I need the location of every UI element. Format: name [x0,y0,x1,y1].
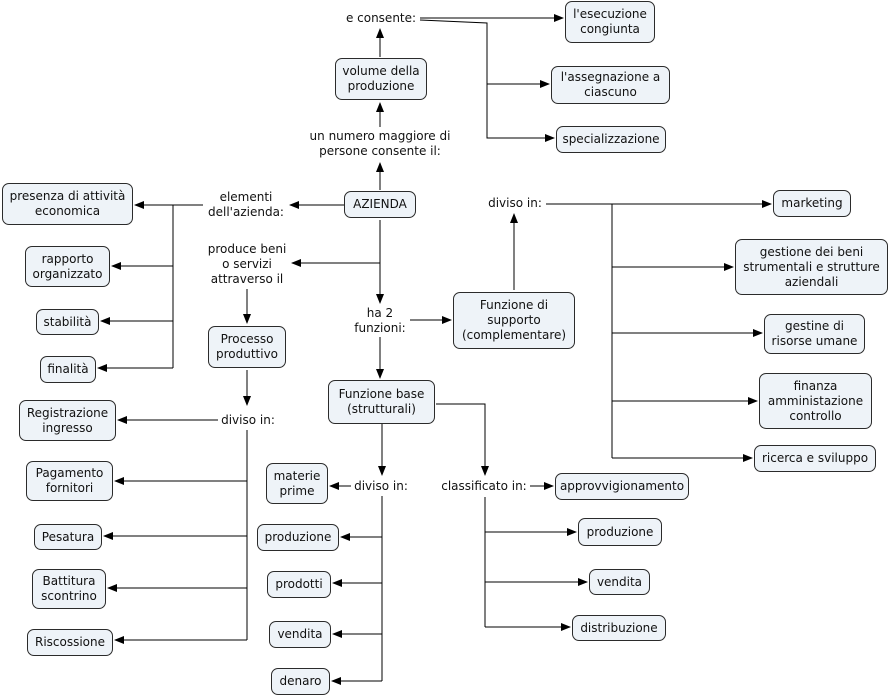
node-funzione-base[interactable]: Funzione base (strutturali) [328,380,435,424]
node-ricerca-sviluppo[interactable]: ricerca e sviluppo [754,445,876,472]
node-funzione-supporto[interactable]: Funzione di supporto (complementare) [453,292,575,349]
edge-base-classificato [436,403,489,476]
node-gestione-risorse[interactable]: gestine di risorse umane [764,314,865,354]
node-marketing[interactable]: marketing [773,190,851,217]
node-materie-prime[interactable]: materie prime [266,463,328,504]
node-riscossione[interactable]: Riscossione [27,629,113,656]
link-e-consente: e consente: [343,10,419,27]
link-diviso-base: diviso in: [351,478,411,495]
node-stabilita[interactable]: stabilità [36,309,99,335]
edge-econsente-assegnazione [419,19,550,88]
node-esecuzione-congiunta[interactable]: l'esecuzione congiunta [565,1,655,43]
node-approvvigionamento[interactable]: approvvigionamento [555,473,689,500]
link-numero-maggiore: un numero maggiore di persone consente i… [305,127,455,161]
node-finanza[interactable]: finanza amministazione controllo [759,373,872,429]
node-produzione-classificata[interactable]: produzione [578,518,662,546]
node-battitura-scontrino[interactable]: Battitura scontrino [32,569,106,609]
link-classificato-in: classificato in: [439,478,529,495]
node-pesatura[interactable]: Pesatura [34,524,102,550]
node-gestione-beni[interactable]: gestione dei beni strumentali e struttur… [735,239,888,295]
node-pagamento-fornitori[interactable]: Pagamento fornitori [26,461,113,501]
link-diviso-processo: diviso in: [218,412,278,429]
node-azienda[interactable]: AZIENDA [344,191,416,218]
node-vendita-divisa[interactable]: vendita [269,621,331,648]
node-vendita-classificata[interactable]: vendita [589,569,650,595]
node-prodotti[interactable]: prodotti [267,571,331,598]
link-elementi-azienda: elementi dell'azienda: [203,188,289,222]
node-assegnazione[interactable]: l'assegnazione a ciascuno [551,66,670,104]
node-presenza-attivita[interactable]: presenza di attività economica [2,183,133,225]
node-produzione-divisa[interactable]: produzione [257,524,339,551]
node-processo-produttivo[interactable]: Processo produttivo [208,326,286,368]
node-volume-produzione[interactable]: volume della produzione [335,58,427,100]
edge-econsente-specializzazione [486,84,555,142]
node-registrazione-ingresso[interactable]: Registrazione ingresso [19,400,116,441]
node-rapporto-organizzato[interactable]: rapporto organizzato [25,246,110,287]
link-diviso-supporto: diviso in: [484,195,546,212]
node-distribuzione[interactable]: distribuzione [572,615,666,641]
node-denaro[interactable]: denaro [271,668,330,695]
link-produce-beni: produce beni o servizi attraverso il [203,240,291,288]
node-finalita[interactable]: finalità [40,356,96,383]
node-specializzazione[interactable]: specializzazione [556,126,666,153]
link-ha-2-funzioni: ha 2 funzioni: [350,305,410,337]
